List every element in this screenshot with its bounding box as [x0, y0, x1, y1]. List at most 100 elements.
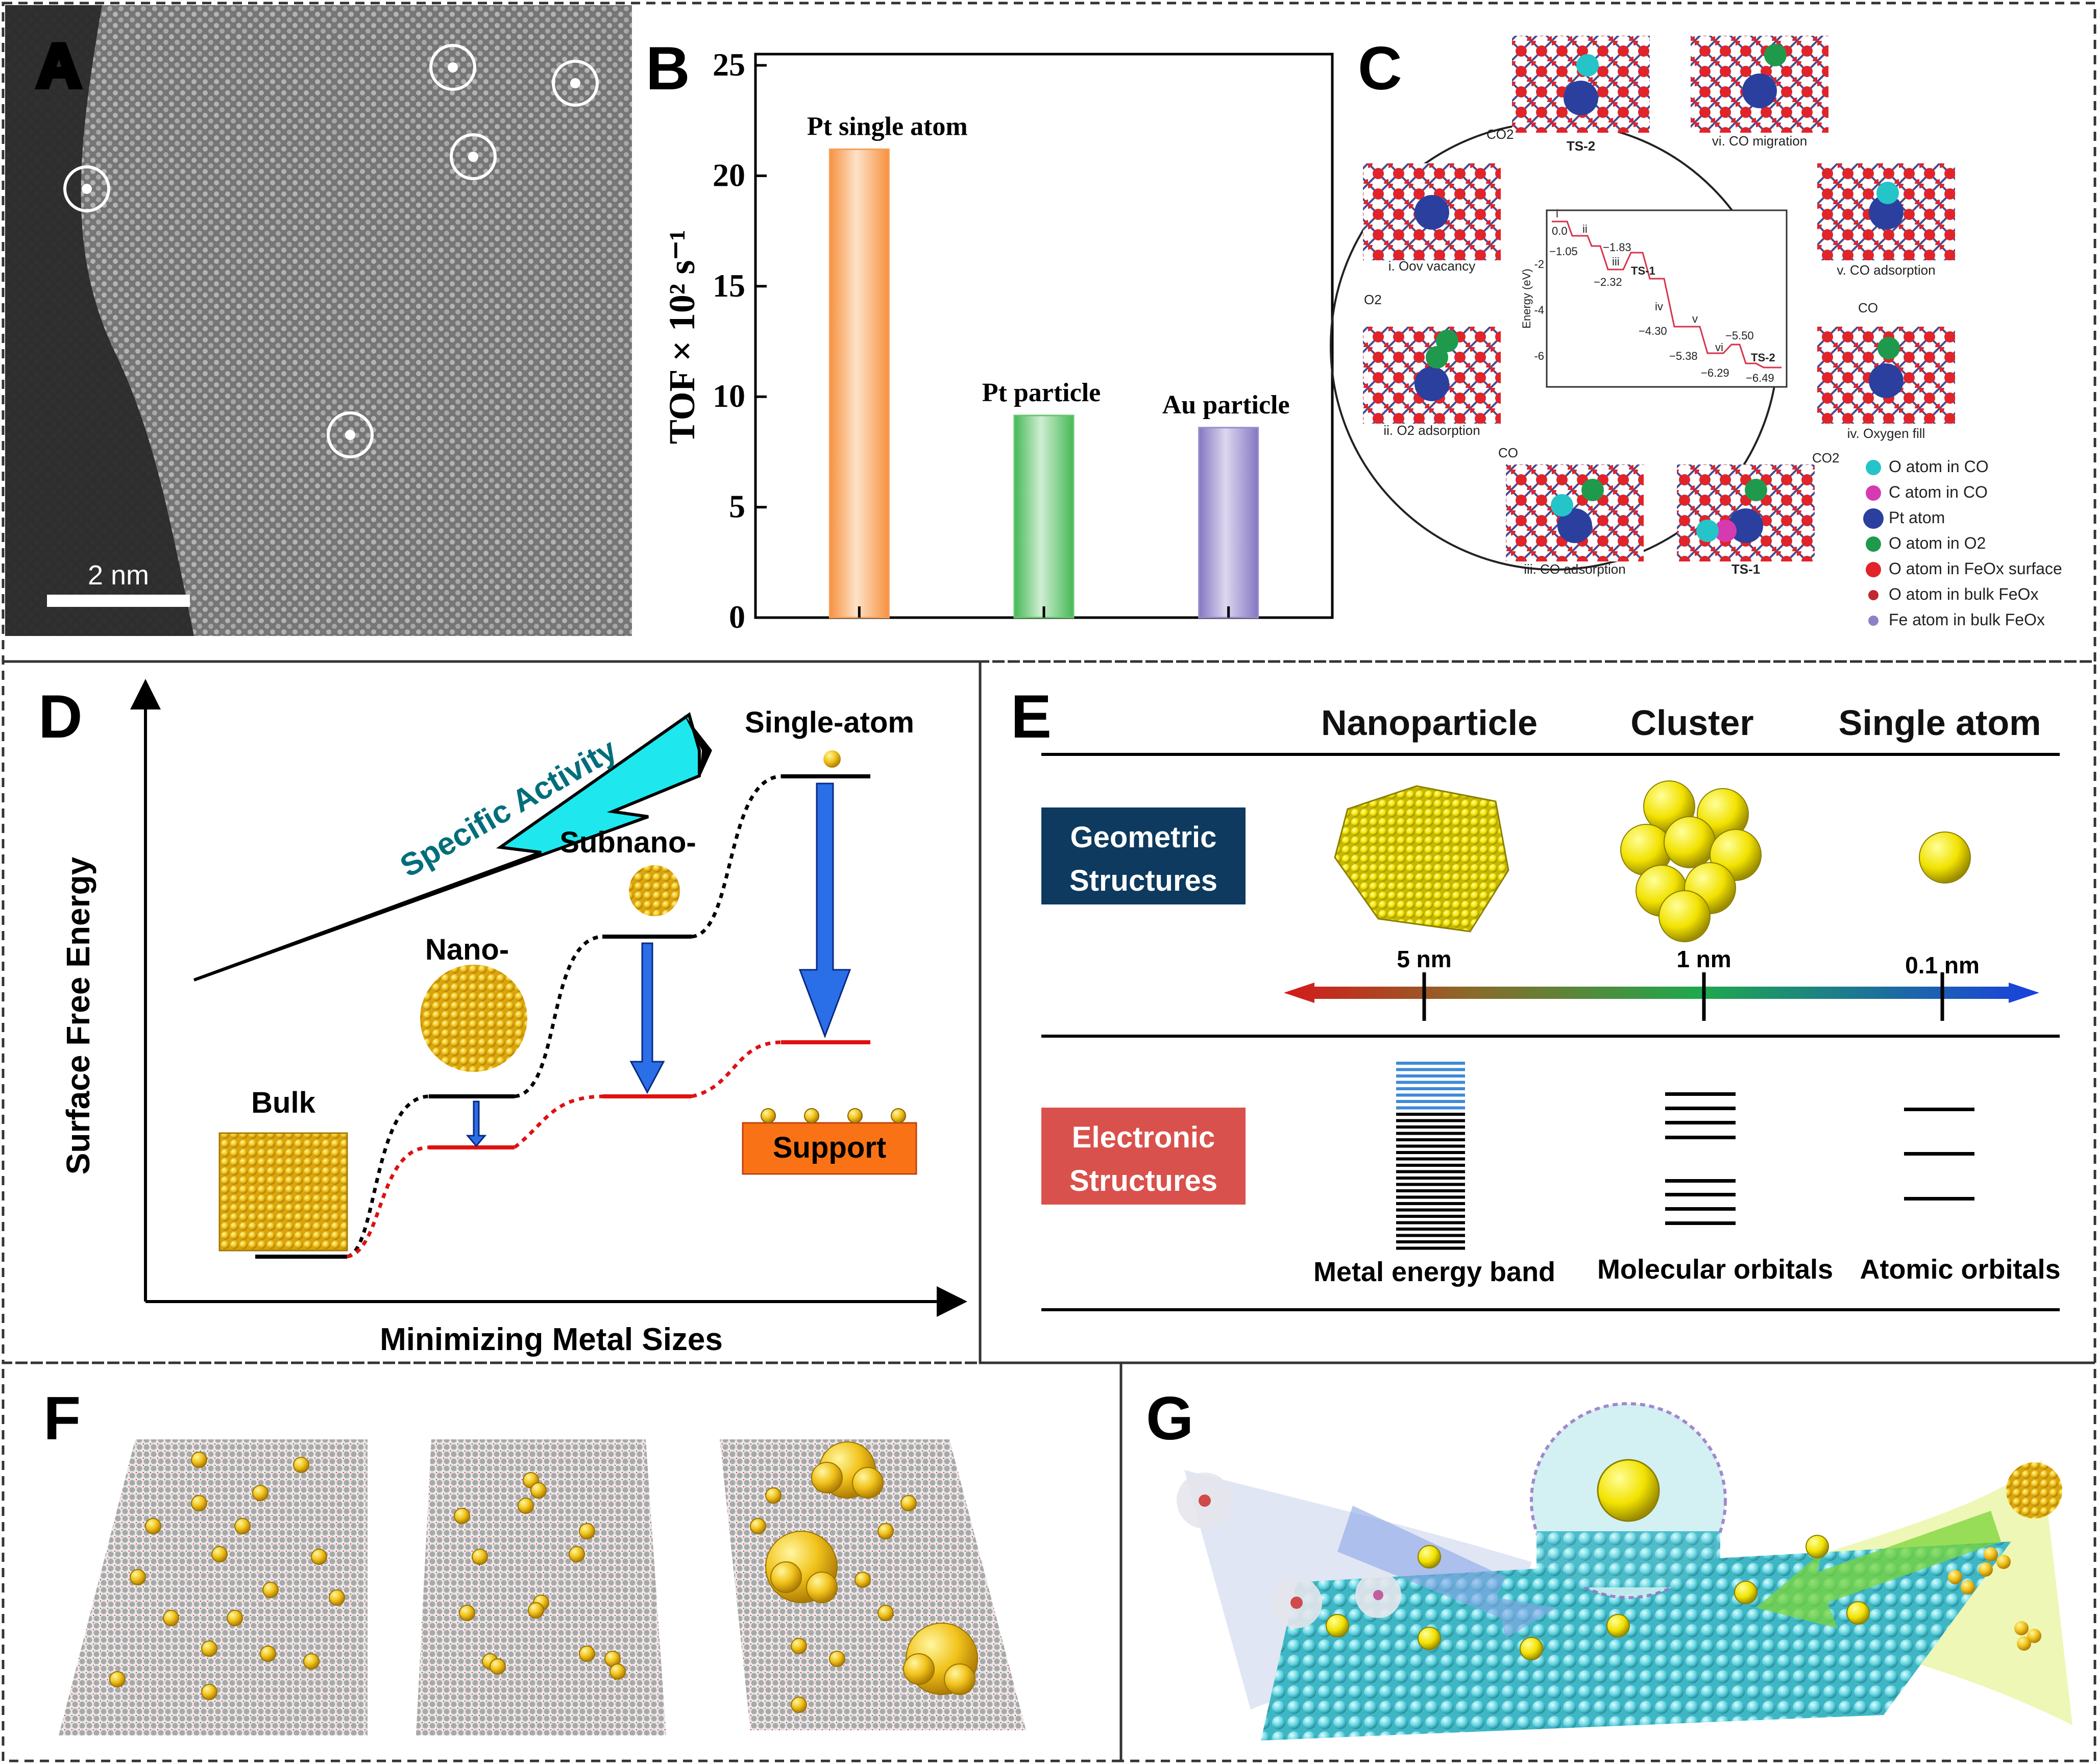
inset-ytick: -6	[1534, 350, 1544, 362]
column-header: Single atom	[1839, 703, 2041, 743]
inset-energy: −2.32	[1594, 276, 1622, 288]
state-label: i. Oov vacancy	[1388, 258, 1476, 274]
left-arrow	[1337, 1506, 1557, 1638]
band-line	[1396, 1177, 1465, 1180]
cluster-shape	[1620, 780, 1762, 942]
legend-swatch	[1866, 562, 1881, 577]
electronic-caption: Atomic orbitals	[1860, 1254, 2060, 1285]
band-line	[1396, 1151, 1465, 1154]
atomic-orbital-line	[1904, 1197, 1974, 1200]
energy-levels	[255, 774, 870, 1259]
support-label: Support	[773, 1131, 886, 1164]
orbital-line	[1665, 1092, 1736, 1096]
single-atom-shape	[1919, 831, 1971, 884]
panel-letter-f: F	[43, 1384, 81, 1453]
single-atom-ball	[823, 750, 841, 768]
inset-energy: −6.49	[1746, 372, 1774, 384]
state-label: iii. CO adsorption	[1524, 561, 1625, 577]
state-label: iv. Oxygen fill	[1847, 426, 1925, 441]
y-tick-label: 0	[729, 599, 745, 635]
legend-label: O atom in bulk FeOx	[1889, 585, 2038, 603]
level-label: Bulk	[251, 1086, 315, 1119]
atomic-orbital-line	[1904, 1152, 1974, 1156]
band-line	[1396, 1093, 1465, 1097]
band-line	[1396, 1062, 1465, 1065]
band-line	[1396, 1087, 1465, 1090]
inset-step: iii	[1612, 255, 1620, 268]
state-label: vi. CO migration	[1712, 133, 1807, 149]
substrate-sheet-1	[59, 1439, 368, 1735]
band-line	[1396, 1195, 1465, 1199]
precursor-molecules	[1177, 1473, 1401, 1628]
cycle-label: CO	[1858, 300, 1878, 315]
state-label: ii. O2 adsorption	[1383, 423, 1480, 438]
y-tick-label: 25	[713, 46, 745, 83]
legend-swatch	[1866, 460, 1881, 475]
subnano-particle	[629, 865, 680, 916]
bulk-cube	[218, 1132, 348, 1252]
legend-swatch	[1866, 485, 1881, 501]
orbital-line	[1665, 1207, 1736, 1211]
specific-activity-arrow	[193, 712, 701, 982]
inset-energy: −5.50	[1725, 329, 1754, 342]
band-line	[1396, 1240, 1465, 1243]
substrate-sheet-2	[416, 1439, 666, 1735]
column-header: Nanoparticle	[1321, 703, 1538, 743]
inset-energy: −1.05	[1549, 245, 1578, 258]
cycle-label: CO2	[1486, 127, 1514, 142]
inset-step: ii	[1582, 223, 1588, 235]
y-tick-label: 20	[713, 157, 745, 193]
band-line	[1396, 1068, 1465, 1071]
panel-f: F	[43, 1384, 1026, 1735]
energy-inset: Energy (eV) -2 -4 -6 i ii iii TS-1 iv v …	[1520, 207, 1788, 388]
level-label: Subnano-	[559, 826, 696, 859]
panel-a: 2 nm A	[5, 5, 632, 636]
dispersed-atoms	[109, 1452, 345, 1700]
inset-step: TS-1	[1631, 264, 1655, 277]
band-line	[1396, 1132, 1465, 1135]
panel-g: G	[1146, 1384, 2072, 1741]
scale-bar-label: 2 nm	[88, 560, 149, 591]
band-line	[1396, 1138, 1465, 1141]
geometric-box	[1041, 807, 1246, 904]
inset-step: TS-2	[1751, 351, 1775, 364]
legend-label: O atom in O2	[1889, 534, 1986, 552]
support-block	[742, 1122, 917, 1175]
legend-label: O atom in FeOx surface	[1889, 559, 2062, 578]
legend-swatch	[1866, 536, 1881, 552]
band-line	[1396, 1215, 1465, 1218]
band-line	[1396, 1234, 1465, 1237]
band-line	[1396, 1208, 1465, 1212]
orbital-line	[1665, 1179, 1736, 1183]
d-ylabel: Surface Free Energy	[60, 856, 96, 1174]
level-label: Nano-	[425, 933, 509, 966]
y-tick-label: 15	[713, 267, 745, 304]
legend-label: Pt atom	[1889, 508, 1945, 527]
band-line	[1396, 1144, 1465, 1148]
electronic-caption: Molecular orbitals	[1597, 1254, 1833, 1285]
panel-letter-c: C	[1358, 34, 1402, 103]
band-line	[1396, 1183, 1465, 1186]
stem-dark-region	[5, 5, 194, 636]
inset-ytick: -4	[1534, 304, 1544, 316]
inset-energy: 0.0	[1552, 225, 1568, 237]
band-line	[1396, 1119, 1465, 1122]
orbital-line	[1665, 1136, 1736, 1139]
band-line	[1396, 1221, 1465, 1224]
aggregated-atoms	[750, 1441, 978, 1713]
inset-energy: −6.29	[1701, 366, 1729, 379]
electronic-box	[1041, 1108, 1246, 1205]
orbital-line	[1665, 1193, 1736, 1196]
orbital-line	[1665, 1121, 1736, 1124]
cycle-label: CO	[1498, 445, 1518, 460]
band-line	[1396, 1164, 1465, 1167]
panel-d: D Surface Free Energy Minimizing Metal S…	[38, 679, 967, 1357]
inset-step: v	[1692, 312, 1698, 325]
size-scale-arrow	[1284, 983, 2039, 1003]
band-line	[1396, 1125, 1465, 1129]
